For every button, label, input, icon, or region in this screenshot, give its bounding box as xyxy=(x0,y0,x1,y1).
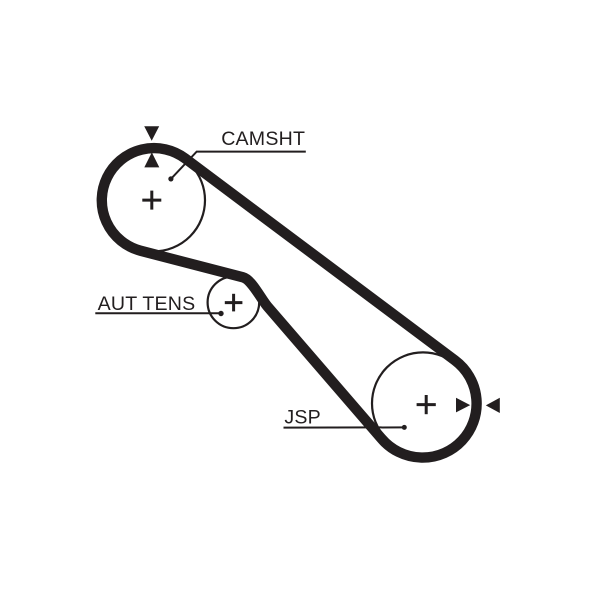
svg-text:CAMSHT: CAMSHT xyxy=(221,128,305,150)
svg-text:JSP: JSP xyxy=(284,407,321,429)
svg-text:AUT TENS: AUT TENS xyxy=(98,293,196,315)
